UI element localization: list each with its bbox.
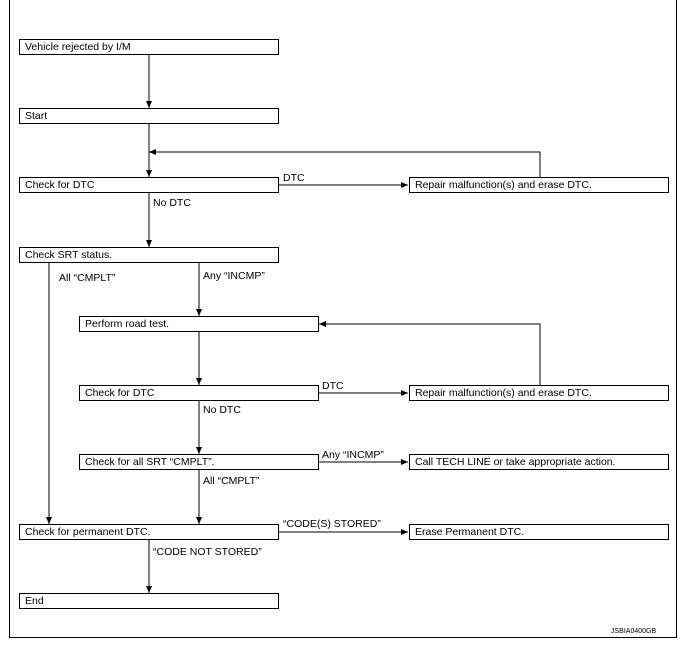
loop-repair-1-back bbox=[149, 149, 541, 178]
label-any-incmp-1: Any “INCMP” bbox=[203, 270, 265, 282]
label-no-dtc-1: No DTC bbox=[153, 197, 191, 209]
box-check-dtc-2: Check for DTC bbox=[79, 385, 319, 401]
box-end: End bbox=[19, 593, 279, 609]
loop-repair-2-back bbox=[319, 321, 541, 386]
label-dtc-1: DTC bbox=[283, 172, 305, 184]
box-repair-1: Repair malfunction(s) and erase DTC. bbox=[409, 177, 669, 193]
label-all-cmplt-2: All “CMPLT” bbox=[203, 475, 260, 487]
label-any-incmp-2: Any “INCMP” bbox=[322, 449, 384, 461]
box-check-dtc-1: Check for DTC bbox=[19, 177, 279, 193]
label-all-cmplt-1: All “CMPLT” bbox=[59, 272, 116, 284]
label-codes-stored: “CODE(S) STORED” bbox=[283, 518, 381, 530]
box-road-test: Perform road test. bbox=[79, 316, 319, 332]
box-start: Start bbox=[19, 108, 279, 124]
box-vehicle-rejected: Vehicle rejected by I/M bbox=[19, 39, 279, 55]
diagram-frame bbox=[9, 0, 677, 638]
box-check-srt: Check SRT status. bbox=[19, 247, 279, 263]
label-no-dtc-2: No DTC bbox=[203, 404, 241, 416]
label-dtc-2: DTC bbox=[322, 380, 344, 392]
box-erase-permanent: Erase Permanent DTC. bbox=[409, 524, 669, 540]
box-check-all-srt: Check for all SRT “CMPLT”. bbox=[79, 454, 319, 470]
box-repair-2: Repair malfunction(s) and erase DTC. bbox=[409, 385, 669, 401]
box-check-permanent: Check for permanent DTC. bbox=[19, 524, 279, 540]
label-code-not-stored: “CODE NOT STORED” bbox=[153, 546, 262, 558]
figure-code: JSBIA0400GB bbox=[611, 628, 657, 635]
box-tech-line: Call TECH LINE or take appropriate actio… bbox=[409, 454, 669, 470]
